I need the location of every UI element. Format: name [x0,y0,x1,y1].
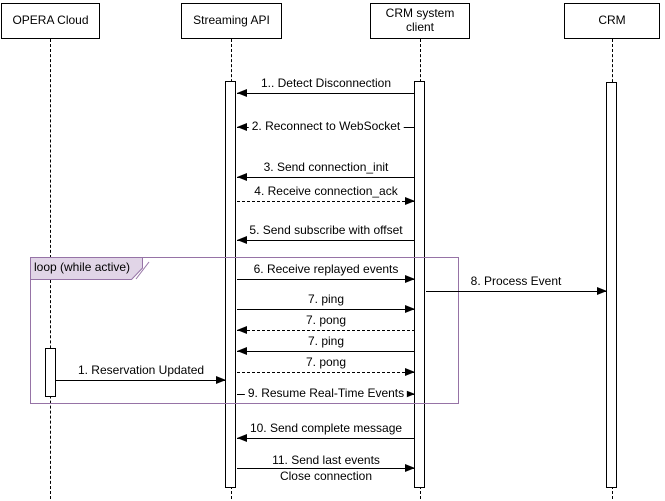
arrowhead-icon [405,305,415,313]
arrowhead-icon [405,464,415,472]
message-label: 10. Send complete message [249,421,403,435]
arrowhead-icon [237,434,247,442]
message-label: 6. Receive replayed events [253,262,399,276]
activation-bar-crm [606,82,617,488]
actor-streaming-api: Streaming API [181,3,282,39]
message-line [56,380,226,381]
arrowhead-icon [237,326,247,334]
message-line [237,372,415,373]
actor-label: CRM system client [385,6,455,34]
message-label: 1. Reservation Updated [77,363,205,377]
actor-opera-cloud: OPERA Cloud [1,3,100,39]
message-line [237,177,415,178]
arrowhead-icon [405,197,415,205]
arrowhead-icon [237,236,247,244]
activation-bar-crm-system-client [414,81,425,488]
arrowhead-icon [237,347,247,355]
arrowhead-icon [405,275,415,283]
actor-label: Streaming API [193,13,270,28]
message-line [237,330,415,331]
message-line [237,201,415,202]
message-label: 8. Process Event [470,274,562,288]
arrowhead-icon [216,376,226,384]
arrowhead-icon [237,173,247,181]
message-line [237,93,415,94]
message-label: 1.. Detect Disconnection [260,76,392,90]
message-label: 7. pong [305,313,347,327]
message-label: 7. ping [307,334,345,348]
message-label: 7. ping [307,292,345,306]
loop-frame [30,257,459,404]
message-label: 4. Receive connection_ack [254,184,398,198]
actor-crm-system-client: CRM system client [370,3,470,39]
activation-bar-opera-cloud [45,348,56,397]
message-label: 9. Resume Real-Time Events [244,386,408,401]
loop-label: loop (while active) [30,257,154,280]
message-line [237,468,415,469]
arrowhead-icon [237,89,247,97]
message-label: 11. Send last events [269,453,383,468]
message-line [237,309,415,310]
loop-label-text: loop (while active) [34,260,131,274]
actor-label: OPERA Cloud [12,13,89,28]
message-label: 2. Reconnect to WebSocket [248,119,404,134]
message-label: 5. Send subscribe with offset [249,223,403,237]
actor-label: CRM [598,13,626,28]
arrowhead-icon [405,368,415,376]
message-line [237,279,415,280]
message-line [237,240,415,241]
message-label-line2: Close connection [276,469,376,484]
actor-crm: CRM [564,3,660,39]
message-line [237,438,415,439]
message-line [426,291,607,292]
loop-label-shape [30,257,150,280]
arrowhead-icon [597,287,607,295]
message-label: 7. pong [305,355,347,369]
message-label: 3. Send connection_init [263,160,389,174]
activation-bar-streaming-api [225,81,236,488]
arrowhead-icon [405,390,415,398]
arrowhead-icon [237,123,247,131]
message-line [237,351,415,352]
